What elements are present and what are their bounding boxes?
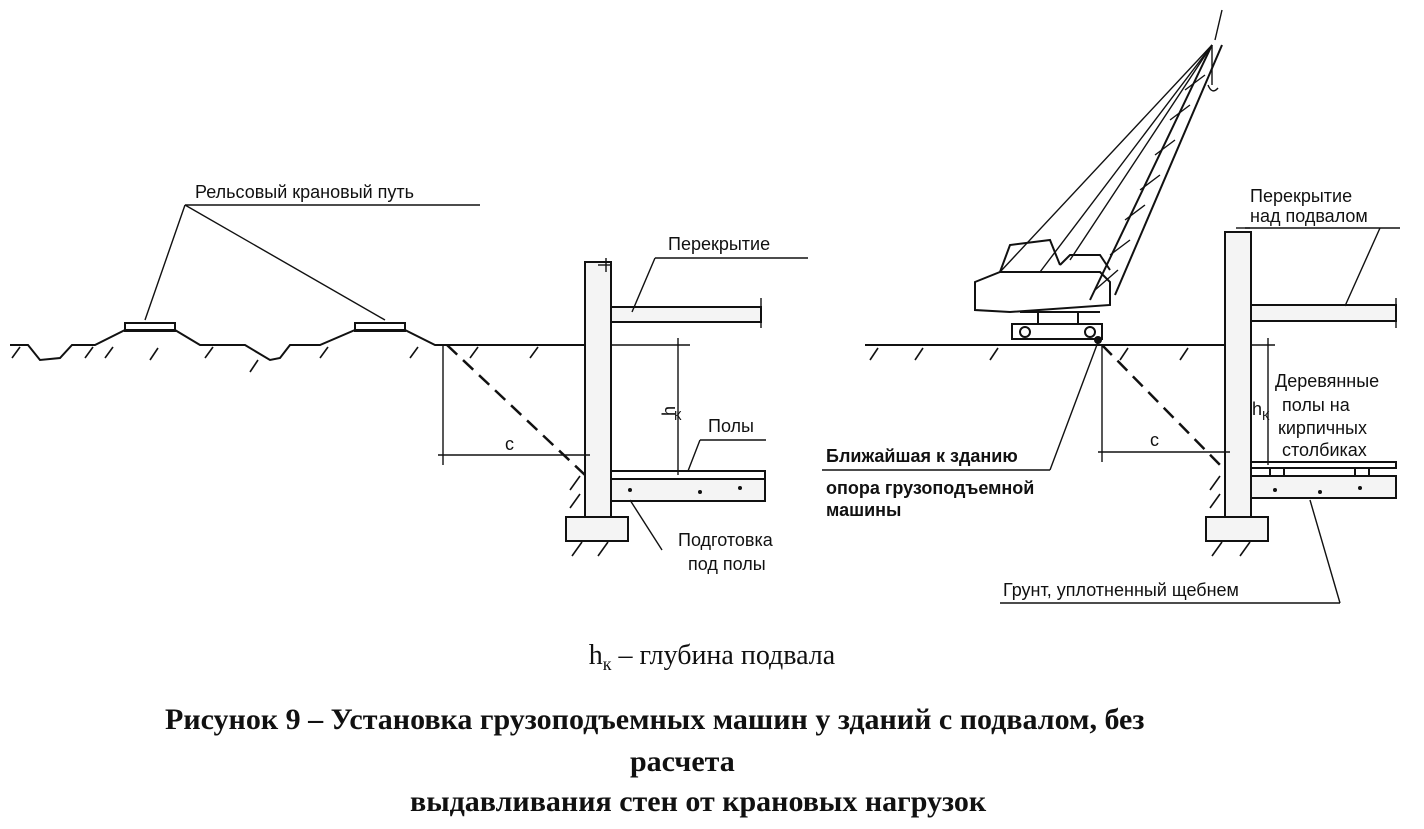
crane	[974, 9, 1223, 344]
left-slope-line	[446, 344, 586, 476]
left-dim-c: c	[505, 434, 514, 454]
left-ground-line	[10, 329, 585, 362]
left-rail-label: Рельсовый крановый путь	[195, 182, 414, 202]
left-dim-h: h	[659, 406, 679, 416]
left-basement-wall	[584, 261, 612, 518]
left-floor	[610, 470, 766, 480]
right-support-label-1: Ближайшая к зданию	[826, 446, 1018, 466]
right-slab	[1250, 304, 1397, 322]
caption-line-3: выдавливания стен от крановых нагрузок	[410, 785, 987, 818]
right-wood-label-2: полы на	[1282, 395, 1351, 415]
legend-symbol-sub: к	[602, 654, 612, 674]
caption-line-2: расчета	[630, 745, 735, 778]
left-scheme: Рельсовый крановый путь Перекрытие Полы …	[10, 182, 808, 574]
right-wood-label-1: Деревянные	[1275, 371, 1379, 391]
right-slab-label-1: Перекрытие	[1250, 186, 1352, 206]
right-wood-label-4: столбиках	[1282, 440, 1367, 460]
right-dim-h: h	[1252, 399, 1262, 419]
right-floor-prep	[1250, 475, 1397, 499]
left-dim-h-sub: К	[674, 408, 682, 423]
right-wood-label-3: кирпичных	[1278, 418, 1367, 438]
left-prep-label-1: Подготовка	[678, 530, 774, 550]
right-soil-label: Грунт, уплотненный щебнем	[1003, 580, 1239, 600]
right-slope-line	[1101, 344, 1226, 471]
right-dim-h-sub: К	[1262, 408, 1270, 423]
right-basement-wall	[1224, 231, 1252, 518]
right-scheme: Перекрытие над подвалом Деревянные полы …	[822, 9, 1400, 604]
right-support-label-3: машины	[826, 500, 901, 520]
right-wood-floor	[1250, 461, 1397, 469]
left-prep-label-2: под полы	[688, 554, 766, 574]
right-footing	[1205, 516, 1269, 542]
left-floor-label: Полы	[708, 416, 754, 436]
right-dim-c: c	[1150, 430, 1159, 450]
legend-text: – глубина подвала	[611, 640, 836, 671]
right-slab-label-2: над подвалом	[1250, 206, 1368, 226]
legend-symbol: h	[588, 640, 603, 671]
left-floor-prep	[610, 478, 766, 502]
left-footing	[565, 516, 629, 542]
right-ground-hatch	[869, 347, 1189, 361]
left-slab-label: Перекрытие	[668, 234, 770, 254]
left-ground-hatch	[11, 346, 539, 373]
right-support-label-2: опора грузоподъемной	[826, 478, 1034, 498]
legend: hк – глубина подвала	[0, 640, 1424, 675]
caption-line-1: Рисунок 9 – Установка грузоподъемных маш…	[165, 703, 1145, 736]
